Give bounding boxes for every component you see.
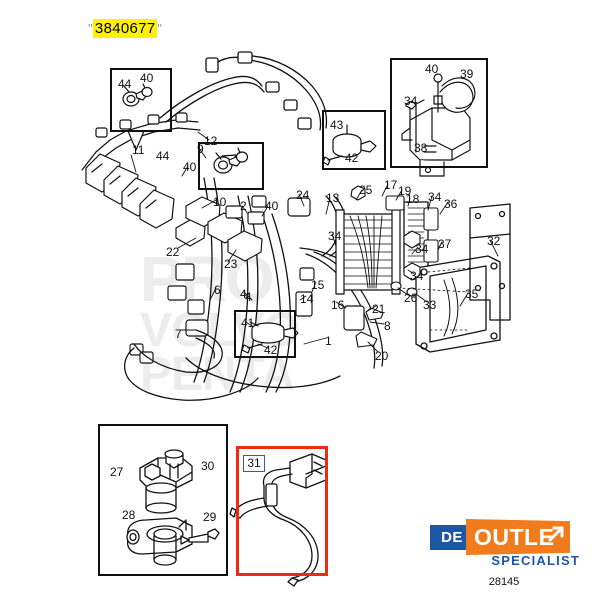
art-inset-clamp [241, 321, 299, 354]
inset-fuel-filter-assembly [98, 424, 228, 576]
inset-sensor-detail [322, 110, 386, 170]
inset-bracket-detail-top-right [390, 58, 488, 168]
callout-30: 30 [201, 459, 215, 473]
callout-43: 43 [330, 118, 344, 132]
callout-28: 28 [122, 508, 136, 522]
logo-specialist-text: SPECIALIST [491, 553, 580, 568]
callout-11: 11 [132, 143, 145, 157]
callout-16: 16 [331, 298, 345, 312]
callout-21: 21 [372, 302, 386, 316]
callout-4b: 4 [245, 290, 252, 304]
callout-12: 12 [204, 134, 218, 148]
art-inset-injector-tl [122, 83, 153, 107]
part-number: "3840677" [88, 19, 163, 38]
callout-34d: 34 [410, 269, 424, 283]
callout-1: 1 [325, 334, 332, 348]
art-cooler-core [335, 209, 401, 295]
callout-26: 26 [404, 291, 418, 305]
art-mounting-bracket [415, 203, 511, 353]
callout-14: 14 [300, 292, 314, 306]
callout-39: 39 [460, 67, 474, 81]
callout-44a: 44 [118, 77, 132, 91]
callout-37: 37 [438, 237, 452, 251]
callout-42a: 42 [345, 151, 359, 165]
art-inset-fuel-filter [126, 449, 220, 566]
callout-8: 8 [384, 319, 391, 333]
art-alignment-lines [397, 267, 471, 331]
arrow-up-right-icon [548, 526, 564, 542]
quote-open: " [88, 21, 93, 36]
callout-42b: 42 [264, 343, 278, 357]
art-inset-injector-mf [213, 147, 249, 174]
callout-40c: 40 [425, 62, 439, 76]
callout-6: 6 [214, 283, 221, 297]
callout-4a: 4 [240, 287, 247, 301]
callout-40d: 40 [265, 199, 279, 213]
art-wiring-harness-main [159, 51, 328, 131]
callout-19: 19 [398, 184, 412, 198]
callout-9: 9 [197, 142, 204, 156]
art-leader-lines [130, 131, 499, 353]
callout-18: 18 [406, 192, 420, 206]
callout-36: 36 [444, 197, 458, 211]
callout-34c: 34 [328, 229, 342, 243]
callout-40b: 40 [183, 160, 197, 174]
callout-40a: 40 [140, 71, 154, 85]
callout-29: 29 [203, 510, 217, 524]
callout-20: 20 [375, 349, 389, 363]
art-lower-harness-loop [124, 329, 259, 401]
inset-injector-detail-top-left [110, 68, 172, 132]
highlighted-item-number: 31 [243, 455, 265, 472]
art-fasteners [350, 185, 421, 348]
callout-22: 22 [166, 245, 180, 259]
callout-35: 35 [465, 287, 479, 301]
inset-injector-detail-manifold [198, 142, 264, 190]
callout-24: 24 [296, 188, 310, 202]
callout-34e: 34 [415, 242, 429, 256]
brand-logo[interactable]: DE OUTLE SPECIALIST [430, 516, 580, 574]
callout-33: 33 [423, 298, 437, 312]
inset-highlighted-harness[interactable] [236, 446, 328, 576]
reference-number: 28145 [488, 576, 520, 588]
part-number-value: 3840677 [92, 19, 158, 38]
callout-34b: 34 [428, 190, 442, 204]
inset-clamp-detail [234, 310, 296, 358]
callout-41: 41 [241, 316, 255, 330]
art-inset-bracket-tr [401, 73, 476, 177]
quote-close: " [157, 21, 163, 36]
callout-23: 23 [224, 257, 238, 271]
callout-13: 13 [326, 191, 340, 205]
callout-25: 25 [359, 183, 373, 197]
callout-34a: 34 [404, 94, 418, 108]
callout-17: 17 [384, 178, 398, 192]
callout-44b: 44 [156, 149, 170, 163]
callout-15: 15 [311, 278, 325, 292]
callout-32: 32 [487, 234, 501, 248]
callout-2: 2 [240, 199, 247, 213]
callout-7: 7 [175, 327, 182, 341]
art-inset-sensor [322, 124, 377, 166]
callout-38: 38 [414, 141, 428, 155]
logo-outlet-block: OUTLE [466, 519, 570, 555]
callout-27: 27 [110, 465, 124, 479]
callout-10: 10 [213, 195, 227, 209]
